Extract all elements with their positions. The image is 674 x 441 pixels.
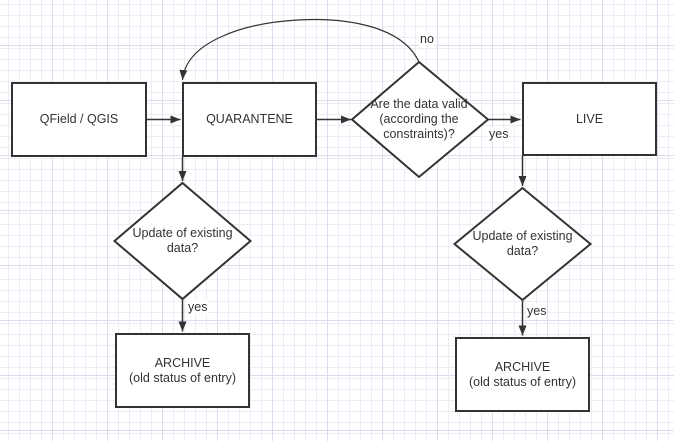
node-archive-right-subtitle: (old status of entry) xyxy=(469,374,576,389)
decision-update-left-shape[interactable] xyxy=(112,181,253,301)
decision-update-right-label: Update of existing data? xyxy=(472,229,573,258)
node-archive-right-title: ARCHIVE xyxy=(494,359,551,374)
node-live[interactable]: LIVE xyxy=(522,82,657,156)
node-qfield-qgis-label: QField / QGIS xyxy=(39,112,119,126)
edge-label-yes-left[interactable]: yes xyxy=(187,300,209,314)
node-quarantene-label: QUARANTENE xyxy=(206,112,293,126)
decision-update-right-shape[interactable] xyxy=(452,186,593,302)
node-archive-left[interactable]: ARCHIVE (old status of entry) xyxy=(115,333,250,408)
decision-update-left-label: Update of existing data? xyxy=(132,226,233,255)
node-archive-left-subtitle: (old status of entry) xyxy=(129,370,236,385)
decision-data-valid-shape[interactable] xyxy=(350,60,490,179)
node-live-label: LIVE xyxy=(575,111,604,126)
edge-label-no[interactable]: no xyxy=(419,32,435,46)
edge-label-yes-valid[interactable]: yes xyxy=(488,127,510,141)
node-quarantene[interactable]: QUARANTENE xyxy=(182,82,317,157)
node-qfield-qgis[interactable]: QField / QGIS xyxy=(11,82,147,157)
node-archive-right[interactable]: ARCHIVE (old status of entry) xyxy=(455,337,590,412)
node-archive-left-title: ARCHIVE xyxy=(154,355,211,370)
decision-data-valid-label: Are the data valid (according the constr… xyxy=(370,96,468,141)
edge-label-yes-right[interactable]: yes xyxy=(526,304,548,318)
edge-no-feedback[interactable] xyxy=(179,18,420,81)
